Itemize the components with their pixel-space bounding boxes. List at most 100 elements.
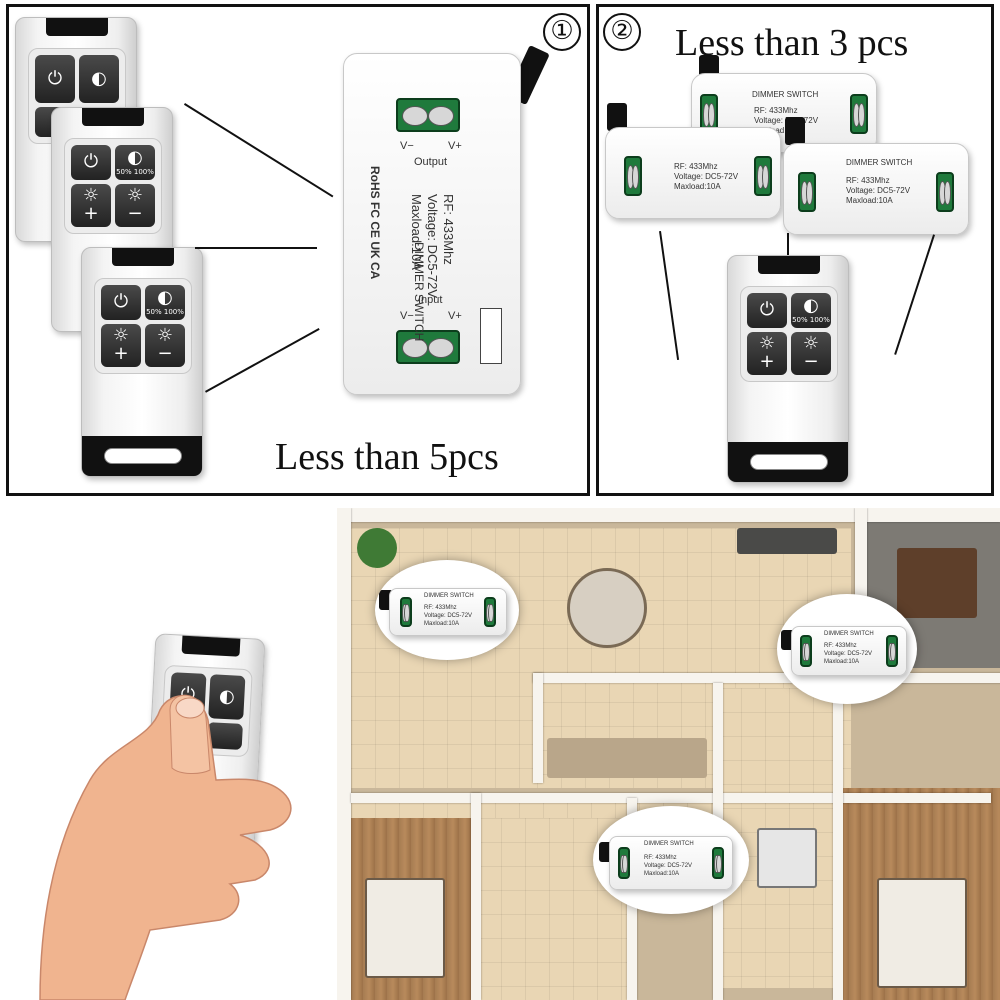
module-voltage: Voltage: DC5-72V	[824, 651, 873, 657]
caption-less-than-5pcs: Less than 5pcs	[275, 436, 499, 478]
module-rf: RF: 433Mhz	[846, 176, 890, 185]
step-number-one: ①	[543, 13, 581, 51]
connector-line	[205, 327, 320, 393]
module-maxload: Maxload:10A	[754, 126, 801, 135]
terminal	[936, 172, 954, 212]
module-rf: RF: 433Mhz	[824, 643, 857, 649]
v-plus-bottom: V+	[448, 310, 462, 322]
v-plus-top: V+	[448, 140, 462, 152]
v-minus-bottom: V−	[400, 310, 414, 322]
antenna	[785, 117, 805, 145]
connector-line	[183, 103, 334, 198]
module-maxload: Maxload:10A	[644, 871, 680, 877]
floor-plan-scene: DIMMER SWITCH RF: 433Mhz Voltage: DC5-72…	[337, 508, 1000, 1000]
module-maxload: Maxload:10A	[824, 659, 860, 665]
module-voltage: Voltage: DC5-72V	[425, 194, 440, 299]
remote-button-pad: ⏻ ◐50% 100% ☼+ ☼−	[94, 278, 192, 374]
brightness-down-button: ☼−	[791, 331, 831, 375]
kitchen-counter	[547, 738, 707, 778]
module-brand: DIMMER SWITCH	[752, 90, 819, 99]
patio-chairs	[897, 548, 977, 618]
bed-left	[365, 878, 445, 978]
brightness-up-button: ☼+	[71, 183, 111, 227]
module-voltage: Voltage: DC5-72V	[644, 863, 693, 869]
dining-table	[567, 568, 647, 648]
module-rf: RF: 433Mhz	[424, 605, 457, 611]
brightness-button: ◐50% 100%	[791, 293, 831, 328]
brightness-button: ◐50% 100%	[115, 145, 155, 180]
antenna	[607, 103, 627, 131]
receiver-module-left: RF: 433Mhz Voltage: DC5-72V Maxload:10A	[605, 127, 781, 219]
brightness-down-button: ☼−	[115, 183, 155, 227]
module-rf: RF: 433Mhz	[441, 194, 456, 265]
panel-five-remotes: ⏻ ◐ ⏻ ◐50% 100% ☼+ ☼− ⏻ ◐50% 100% ☼+ ☼−	[6, 4, 590, 496]
wall	[533, 673, 1000, 683]
receiver-module: DIMMER SWITCH RF: 433Mhz Voltage: DC5-72…	[389, 588, 507, 636]
plant	[357, 528, 397, 568]
remote-front: ⏻ ◐50% 100% ☼+ ☼−	[81, 247, 203, 477]
step-number-two: ②	[603, 13, 641, 51]
remote-strap	[82, 436, 202, 476]
remote: ⏻ ◐50% 100% ☼+ ☼−	[727, 255, 849, 483]
brightness-button: ◐	[79, 55, 119, 103]
receiver-module: DIMMER SWITCH RF: 433Mhz Voltage: DC5-72…	[791, 626, 907, 676]
connector-line	[195, 247, 317, 249]
panel-three-receivers: ② Less than 3 pcs DIMMER SWITCH RF: 433M…	[596, 4, 994, 496]
module-brand: DIMMER SWITCH	[644, 841, 694, 847]
output-label: Output	[414, 156, 448, 168]
wall	[533, 673, 543, 783]
module-rf: RF: 433Mhz	[674, 162, 718, 171]
input-terminal	[396, 330, 460, 364]
module-maxload: Maxload:10A	[424, 621, 460, 627]
wall	[337, 508, 1000, 522]
module-cert: RoHS FC CE UK CA	[368, 166, 382, 280]
module-voltage: Voltage: DC5-72V	[846, 186, 911, 195]
power-button: ⏻	[101, 285, 141, 320]
receiver-module-right: DIMMER SWITCH RF: 433Mhz Voltage: DC5-72…	[783, 143, 969, 235]
hand-illustration	[39, 694, 292, 1000]
terminal	[850, 94, 868, 134]
module-voltage: Voltage: DC5-72V	[674, 172, 739, 181]
sofa	[737, 528, 837, 554]
terminal	[624, 156, 642, 196]
receiver-module: DIMMER SWITCH RF: 433Mhz Voltage: DC5-72…	[343, 53, 521, 395]
v-minus-top: V−	[400, 140, 414, 152]
module-brand: DIMMER SWITCH	[424, 593, 474, 599]
remote-strap	[728, 442, 848, 482]
brightness-up-button: ☼+	[747, 331, 787, 375]
module-brand: DIMMER SWITCH	[824, 631, 874, 637]
wall	[351, 793, 991, 803]
bathtub	[757, 828, 817, 888]
brightness-up-button: ☼+	[101, 323, 141, 367]
power-button: ⏻	[71, 145, 111, 180]
remote-button-pad: ⏻ ◐50% 100% ☼+ ☼−	[740, 286, 838, 382]
remote-button-pad: ⏻ ◐50% 100% ☼+ ☼−	[64, 138, 162, 234]
terminal	[754, 156, 772, 196]
brightness-down-button: ☼−	[145, 323, 185, 367]
power-button: ⏻	[747, 293, 787, 328]
module-maxload: Maxload:10A	[674, 182, 721, 191]
wall	[833, 683, 843, 1000]
receiver-module: DIMMER SWITCH RF: 433Mhz Voltage: DC5-72…	[609, 836, 733, 890]
module-rf: RF: 433Mhz	[754, 106, 798, 115]
connector-line	[659, 231, 680, 361]
power-button: ⏻	[35, 55, 75, 103]
output-terminal	[396, 98, 460, 132]
module-rf: RF: 433Mhz	[644, 855, 677, 861]
hand-holding-remote: ⏻ ◐	[30, 630, 320, 1000]
receiver-bubble-patio: DIMMER SWITCH RF: 433Mhz Voltage: DC5-72…	[777, 594, 917, 704]
bed-right	[877, 878, 967, 988]
module-maxload: Maxload:10A	[846, 196, 893, 205]
module-brand: DIMMER SWITCH	[846, 158, 913, 167]
module-maxload: Maxload:10A	[409, 194, 424, 270]
pairing-switch	[480, 308, 502, 364]
receiver-bubble-hall: DIMMER SWITCH RF: 433Mhz Voltage: DC5-72…	[593, 806, 749, 914]
brightness-button: ◐50% 100%	[145, 285, 185, 320]
receiver-bubble-living-room: DIMMER SWITCH RF: 433Mhz Voltage: DC5-72…	[375, 560, 519, 660]
input-label: Input	[418, 294, 443, 306]
wall	[471, 793, 481, 1000]
wall	[337, 508, 351, 1000]
connector-line	[894, 234, 935, 355]
module-voltage: Voltage: DC5-72V	[424, 613, 473, 619]
terminal	[798, 172, 816, 212]
